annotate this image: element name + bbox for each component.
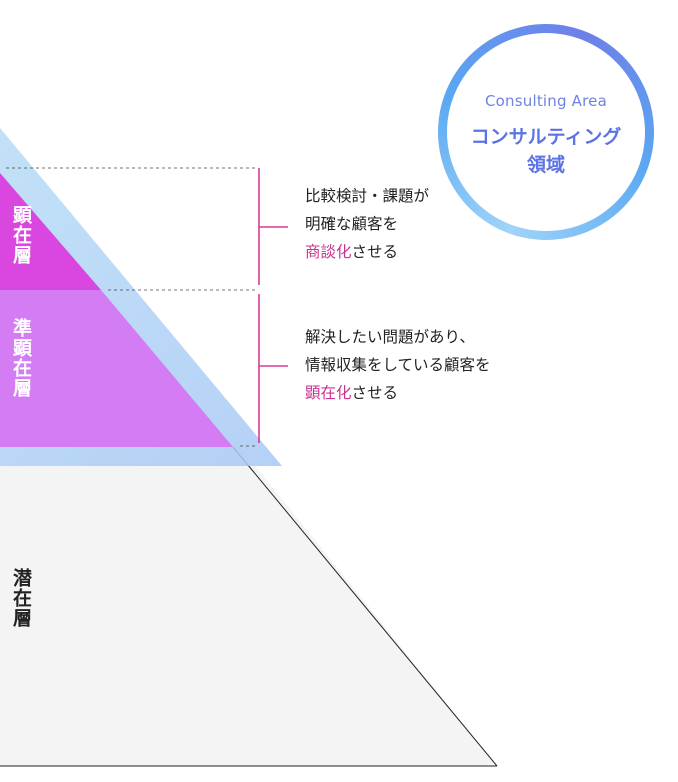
latent-layer-shape <box>0 447 497 766</box>
bracket-top <box>258 168 288 285</box>
consulting-area-badge: Consulting Area コンサルティング 領域 <box>438 24 654 240</box>
description-highlight: 商談化 <box>305 243 352 261</box>
description-highlight: 顕在化 <box>305 384 352 402</box>
consulting-area-en-label: Consulting Area <box>484 92 607 110</box>
description-line: 顕在化させる <box>305 379 491 407</box>
consulting-area-jp-line1: コンサルティング <box>470 126 622 148</box>
consulting-area-jp-label: コンサルティング 領域 <box>447 123 645 179</box>
consulting-area-jp-line2: 領域 <box>526 154 565 176</box>
latent-layer-label: 潜在層 <box>10 568 32 628</box>
manifest-layer-shape <box>0 173 101 290</box>
semi-manifest-layer-description: 解決したい問題があり、 情報収集をしている顧客を 顕在化させる <box>305 323 491 407</box>
manifest-layer-description: 比較検討・課題が 明確な顧客を 商談化させる <box>305 182 429 266</box>
consulting-area-badge-inner: Consulting Area コンサルティング 領域 <box>447 33 645 231</box>
description-line: 明確な顧客を <box>305 215 399 233</box>
description-line: 解決したい問題があり、 <box>305 328 475 346</box>
description-rest: させる <box>351 243 399 261</box>
manifest-layer-label: 顕在層 <box>10 205 32 265</box>
semi-manifest-layer-label: 準顕在層 <box>10 318 32 398</box>
bracket-middle <box>258 294 288 443</box>
semi-manifest-layer-shape <box>0 290 233 447</box>
description-line: 情報収集をしている顧客を <box>305 356 491 374</box>
description-line: 比較検討・課題が <box>305 187 430 205</box>
description-rest: させる <box>351 384 399 402</box>
description-line: 商談化させる <box>305 238 429 266</box>
latent-layer-edge <box>232 446 498 767</box>
